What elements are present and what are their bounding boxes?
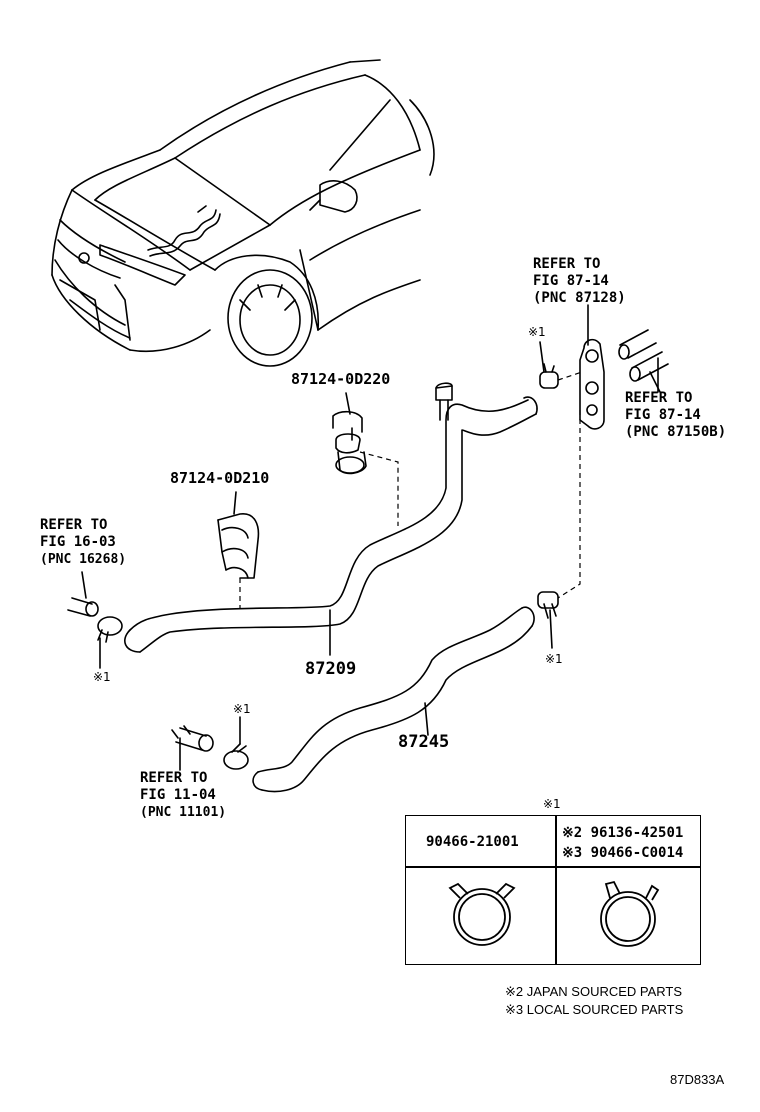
- pipes-87150b: [618, 329, 669, 393]
- clip-bottom: [223, 743, 249, 770]
- hose-87209: [124, 382, 538, 653]
- clip-left: [97, 616, 123, 643]
- callout-11101-line2: FIG 11-04: [140, 787, 216, 803]
- callout-87128-line1: REFER TO: [533, 256, 601, 272]
- clip-mark-upper-right: ※1: [528, 325, 546, 339]
- legend-divider-horizontal: [406, 866, 700, 868]
- note-japan: ※2 JAPAN SOURCED PARTS: [505, 984, 683, 999]
- legend-right-part-local: ※3 90466-C0014: [562, 845, 684, 861]
- pipe-16268: [67, 597, 99, 617]
- callout-16268: REFER TO FIG 16-03 (PNC 16268): [40, 517, 126, 568]
- clip-mark-bottom: ※1: [233, 702, 251, 716]
- clamp-87124-0D220: [332, 410, 367, 475]
- note-local: ※3 LOCAL SOURCED PARTS: [505, 1002, 684, 1017]
- clip-icon-96136-42501: [600, 880, 660, 947]
- dash-bracket: [557, 371, 583, 381]
- callout-87128: REFER TO FIG 87-14 (PNC 87128): [533, 256, 626, 307]
- dash-clamp-0D220: [359, 451, 399, 526]
- legend-right-part-japan: ※2 96136-42501: [562, 825, 684, 841]
- part-label-clamp-lower: 87124-0D210: [170, 469, 270, 487]
- callout-11101: REFER TO FIG 11-04 (PNC 11101): [140, 770, 226, 821]
- hose-87245: [252, 606, 535, 793]
- callout-11101-line3: (PNC 11101): [140, 805, 227, 820]
- part-label-hose-lower: 87245: [398, 732, 450, 752]
- clip-mark-lower-right: ※1: [545, 652, 563, 666]
- part-label-hose-upper: 87209: [305, 659, 357, 679]
- pipe-11101: [171, 725, 214, 752]
- leader-lines: [81, 304, 659, 771]
- callout-87128-line3: (PNC 87128): [533, 290, 626, 306]
- legend-divider-vertical: [555, 816, 557, 964]
- callout-87150b-line3: (PNC 87150B): [625, 424, 727, 440]
- legend-header: ※1: [543, 797, 561, 811]
- clip-lower-right: [537, 591, 559, 619]
- heater-bracket: [579, 338, 605, 430]
- callout-87150b-line1: REFER TO: [625, 390, 693, 406]
- part-label-clamp-upper: 87124-0D220: [291, 370, 391, 388]
- callout-87128-line2: FIG 87-14: [533, 273, 609, 289]
- callout-11101-line1: REFER TO: [140, 770, 208, 786]
- callout-87150b: REFER TO FIG 87-14 (PNC 87150B): [625, 390, 726, 441]
- callout-16268-line3: (PNC 16268): [40, 552, 127, 567]
- callout-16268-line1: REFER TO: [40, 517, 108, 533]
- clip-icon-90466-21001: [448, 882, 516, 946]
- clip-mark-left: ※1: [93, 670, 111, 684]
- legend-table: 90466-21001 ※2 96136-42501 ※3 90466-C001…: [405, 815, 701, 965]
- callout-87150b-line2: FIG 87-14: [625, 407, 701, 423]
- callout-16268-line2: FIG 16-03: [40, 534, 116, 550]
- legend-left-part: 90466-21001: [426, 834, 519, 850]
- figure-id: 87D833A: [670, 1072, 725, 1087]
- car-illustration: [51, 59, 435, 367]
- dash-bracket-down: [557, 410, 581, 599]
- clamp-87124-0D210: [217, 513, 260, 579]
